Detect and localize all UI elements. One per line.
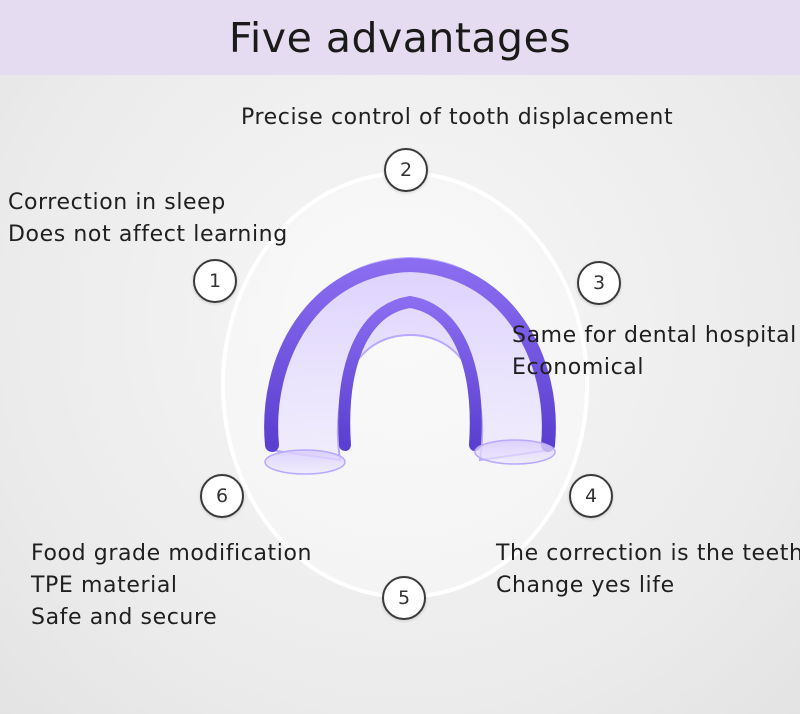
page-title: Five advantages [228,13,572,62]
advantage-6-text: Food grade modification TPE material Saf… [31,541,313,630]
advantage-2-text: Precise control of tooth displacement [241,105,674,130]
advantage-4-badge: 4 [569,474,613,518]
advantage-5-badge: 5 [382,576,426,620]
advantage-4-text: The correction is the teeth Change yes l… [496,541,800,598]
dental-tray-icon [264,256,556,475]
advantage-2-badge: 2 [384,148,428,192]
header-banner: Five advantages [0,0,800,75]
advantage-6-badge: 6 [200,474,244,518]
advantage-3-text: Same for dental hospital Economical [512,323,797,380]
advantage-3-badge: 3 [577,261,621,305]
advantage-1-text: Correction in sleep Does not affect lear… [8,190,288,247]
advantage-1-badge: 1 [193,259,237,303]
